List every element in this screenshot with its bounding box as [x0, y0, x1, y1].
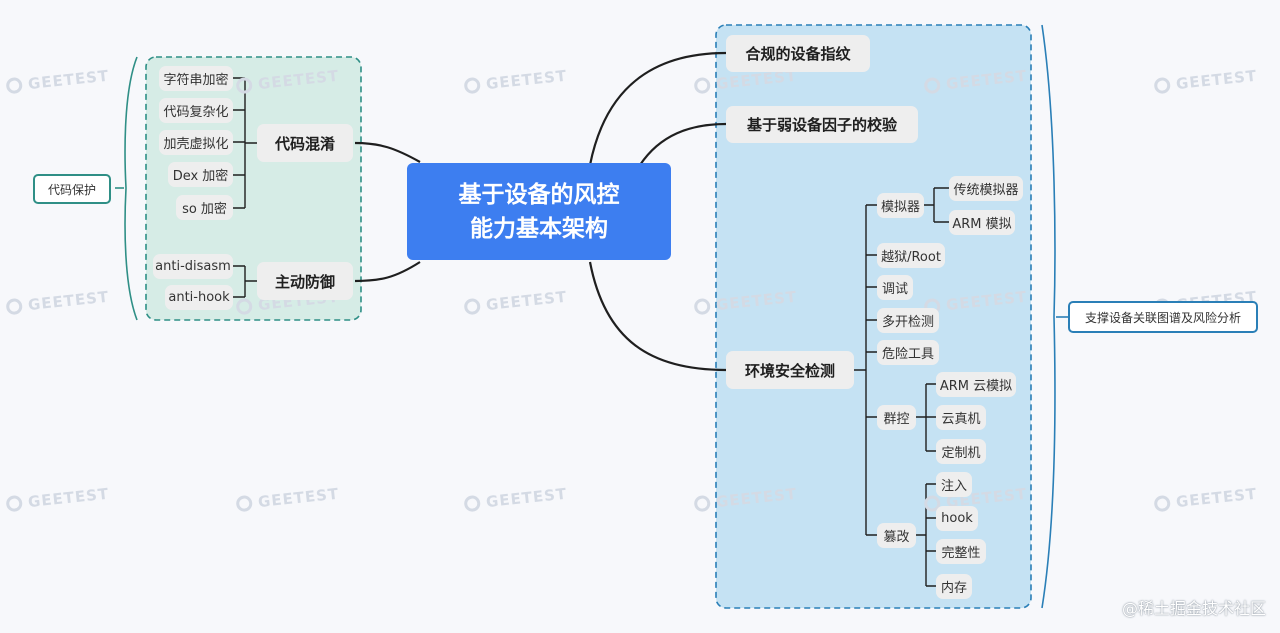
branch-weak-factor-check[interactable]: 基于弱设备因子的校验	[726, 106, 918, 143]
leaf-packing-virtualization[interactable]: 加壳虚拟化	[159, 130, 233, 155]
geetest-logo-icon	[693, 76, 712, 95]
node-jailbreak-root[interactable]: 越狱/Root	[877, 243, 945, 268]
geetest-logo-icon	[5, 297, 24, 316]
leaf-hook[interactable]: hook	[936, 506, 978, 531]
node-multi-instance[interactable]: 多开检测	[877, 308, 939, 333]
node-debug[interactable]: 调试	[877, 275, 913, 300]
left-summary-tag[interactable]: 代码保护	[33, 174, 111, 204]
left-bracket	[124, 56, 138, 321]
geetest-logo-icon	[693, 494, 712, 513]
branch-env-security[interactable]: 环境安全检测	[726, 351, 854, 389]
branch-device-fingerprint[interactable]: 合规的设备指纹	[726, 35, 870, 72]
geetest-logo-icon	[693, 297, 712, 316]
geetest-logo-icon	[923, 76, 942, 95]
link-center-fingerprint	[588, 51, 727, 166]
leaf-arm-emulation[interactable]: ARM 模拟	[949, 210, 1015, 235]
geetest-logo-icon	[5, 494, 24, 513]
leaf-anti-hook[interactable]: anti-hook	[165, 285, 233, 310]
center-title-line-1: 基于设备的风控	[458, 181, 620, 208]
leaf-code-complexity[interactable]: 代码复杂化	[159, 98, 233, 123]
center-topic[interactable]: 基于设备的风控 能力基本架构	[407, 163, 671, 260]
geetest-logo-icon	[235, 76, 254, 95]
leaf-cloud-real-device[interactable]: 云真机	[936, 405, 986, 430]
leaf-custom-device[interactable]: 定制机	[936, 439, 986, 464]
leaf-string-encryption[interactable]: 字符串加密	[159, 66, 233, 91]
link-center-env	[588, 261, 727, 372]
leaf-so-encryption[interactable]: so 加密	[176, 195, 233, 220]
right-summary-tag[interactable]: 支撑设备关联图谱及风险分析	[1068, 301, 1258, 333]
link-center-defense	[354, 261, 421, 283]
geetest-logo-icon	[235, 297, 254, 316]
node-dangerous-tools[interactable]: 危险工具	[877, 340, 939, 365]
geetest-logo-icon	[5, 76, 24, 95]
source-credit: @稀土掘金技术社区	[1121, 599, 1266, 618]
geetest-logo-icon	[1153, 76, 1172, 95]
leaf-memory[interactable]: 内存	[936, 574, 972, 599]
geetest-logo-icon	[463, 297, 482, 316]
right-bracket	[1041, 24, 1056, 609]
link-center-obfuscation	[354, 141, 421, 163]
leaf-integrity[interactable]: 完整性	[936, 539, 986, 564]
node-tampering[interactable]: 篡改	[877, 523, 916, 548]
node-emulator[interactable]: 模拟器	[877, 193, 924, 218]
leaf-traditional-emulator[interactable]: 传统模拟器	[949, 176, 1023, 201]
branch-code-obfuscation[interactable]: 代码混淆	[257, 124, 353, 162]
node-group-control[interactable]: 群控	[877, 405, 916, 430]
link-center-weak	[639, 122, 727, 166]
geetest-logo-icon	[1153, 494, 1172, 513]
leaf-injection[interactable]: 注入	[936, 472, 972, 497]
leaf-dex-encryption[interactable]: Dex 加密	[168, 162, 233, 187]
geetest-logo-icon	[463, 494, 482, 513]
center-title-line-2: 能力基本架构	[470, 215, 608, 242]
geetest-logo-icon	[235, 494, 254, 513]
leaf-arm-cloud-emulation[interactable]: ARM 云模拟	[936, 372, 1016, 397]
branch-active-defense[interactable]: 主动防御	[257, 262, 353, 300]
geetest-logo-icon	[463, 76, 482, 95]
leaf-anti-disasm[interactable]: anti-disasm	[153, 254, 233, 279]
